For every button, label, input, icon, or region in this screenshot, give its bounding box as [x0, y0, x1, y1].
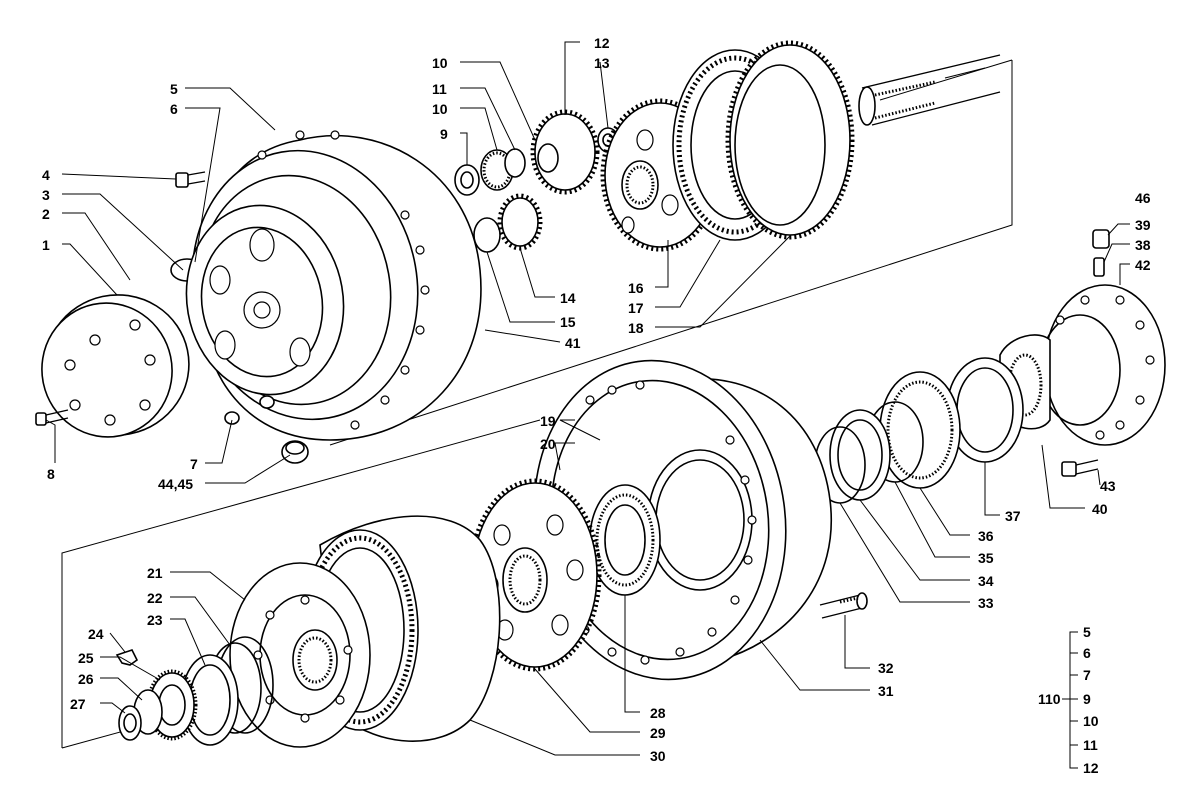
part-34-seal: [829, 409, 891, 501]
kit-item-6: 11: [1083, 737, 1098, 753]
label-25: 25: [78, 650, 94, 666]
label-46: 46: [1135, 190, 1151, 206]
kit-item-3: 7: [1083, 667, 1091, 683]
label-1: 1: [42, 237, 50, 253]
kit-item-2: 6: [1083, 645, 1091, 661]
label-10b: 10: [432, 101, 448, 117]
label-24: 24: [88, 626, 104, 642]
label-23: 23: [147, 612, 163, 628]
part-8-bolt: [35, 409, 69, 426]
label-6: 6: [170, 101, 178, 117]
part-24-key: [115, 649, 139, 666]
label-44-45: 44,45: [158, 476, 193, 492]
kit-item-1: 5: [1083, 624, 1091, 640]
label-15: 15: [560, 314, 576, 330]
label-18: 18: [628, 320, 644, 336]
part-7-plug: [224, 395, 275, 425]
label-20: 20: [540, 436, 556, 452]
part-36-bearing: [879, 371, 961, 489]
label-26: 26: [78, 671, 94, 687]
label-42: 42: [1135, 257, 1151, 273]
axle-shaft: [858, 54, 1001, 126]
part-15-ring: [473, 217, 501, 253]
label-10a: 10: [432, 55, 448, 71]
label-9: 9: [440, 126, 448, 142]
label-17: 17: [628, 300, 644, 316]
label-4: 4: [42, 167, 50, 183]
part-46-cap: [1092, 229, 1110, 249]
label-12: 12: [594, 35, 610, 51]
label-11: 11: [432, 81, 447, 97]
part-labels: 1 2 3 4 5 6 7 8 9 10 10 11 12 13 14 15 1…: [42, 35, 1151, 764]
part-39-nipple: [1093, 257, 1105, 277]
part-28-bearing: [589, 484, 661, 596]
label-28: 28: [650, 705, 666, 721]
kit-item-5: 10: [1083, 713, 1099, 729]
part-4-bolt: [175, 171, 206, 188]
label-33: 33: [978, 595, 994, 611]
part-43-bolt: [1061, 459, 1099, 477]
label-38: 38: [1135, 237, 1151, 253]
label-30: 30: [650, 748, 666, 764]
leader-lines: [45, 41, 1130, 756]
label-41: 41: [565, 335, 581, 351]
part-31-wheel-hub: [533, 359, 832, 681]
label-27: 27: [70, 696, 86, 712]
label-2: 2: [42, 206, 50, 222]
part-18-gear-ring: [725, 40, 855, 240]
label-39: 39: [1135, 217, 1151, 233]
part-32-stud: [819, 592, 868, 619]
label-19: 19: [540, 413, 556, 429]
label-37: 37: [1005, 508, 1021, 524]
part-21-hub-carrier: [229, 562, 371, 748]
part-41-hub-housing: [185, 130, 482, 441]
label-40: 40: [1092, 501, 1108, 517]
kit-item-4: 9: [1083, 691, 1091, 707]
label-32: 32: [878, 660, 894, 676]
label-29: 29: [650, 725, 666, 741]
label-22: 22: [147, 590, 163, 606]
kit-label: 110: [1038, 691, 1061, 707]
label-35: 35: [978, 550, 994, 566]
label-8: 8: [47, 466, 55, 482]
label-21: 21: [147, 565, 163, 581]
label-7: 7: [190, 456, 198, 472]
part-44-45-plug: [281, 440, 309, 464]
label-31: 31: [878, 683, 894, 699]
part-27-washer: [118, 705, 142, 741]
part-10-11-bearing: [480, 148, 526, 191]
label-16: 16: [628, 280, 644, 296]
label-13: 13: [594, 55, 610, 71]
part-9-washer: [454, 164, 480, 196]
upper-assembly-plane: [329, 59, 1013, 446]
part-23-ring: [181, 654, 239, 746]
kit-group-bracket: [1062, 631, 1078, 769]
label-43: 43: [1100, 478, 1116, 494]
part-40-flange: [999, 284, 1166, 446]
part-1-cover: [41, 294, 190, 438]
part-12-planet-gear: [530, 109, 600, 195]
label-14: 14: [560, 290, 576, 306]
label-5: 5: [170, 81, 178, 97]
label-34: 34: [978, 573, 994, 589]
part-14-gear: [497, 193, 543, 251]
label-36: 36: [978, 528, 994, 544]
label-3: 3: [42, 187, 50, 203]
kit-item-7: 12: [1083, 760, 1099, 776]
kit-group: 110 5 6 7 9 10 11 12: [1038, 624, 1099, 776]
